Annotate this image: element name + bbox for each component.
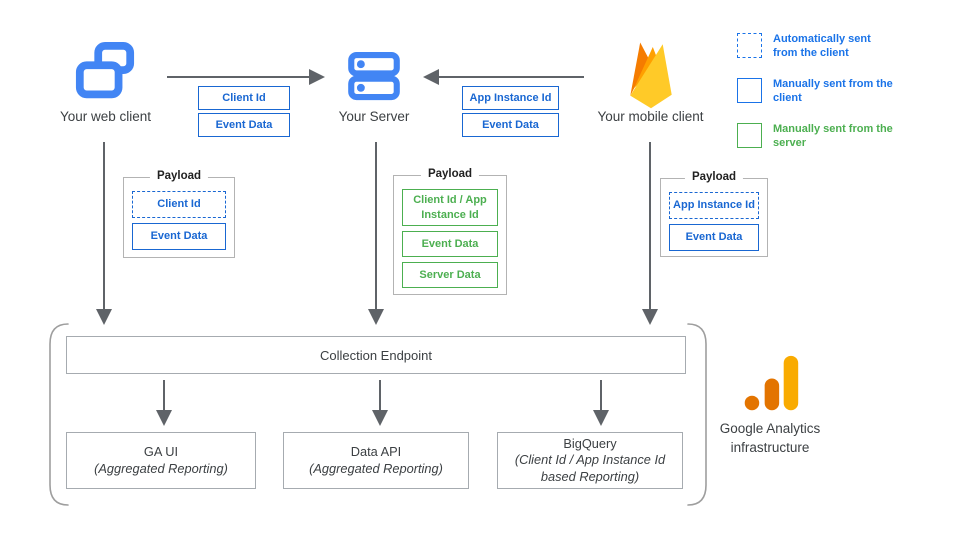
legend: Automatically sent from the client Manua…: [737, 33, 927, 168]
legend-dashed-blue-swatch: [737, 33, 762, 58]
flow-web-event-data-label: Event Data: [215, 119, 273, 131]
node-bigquery: BigQuery (Client Id / App Instance Id ba…: [497, 432, 683, 489]
node-ga-ui-subtitle: (Aggregated Reporting): [94, 460, 228, 476]
web-client-label: Your web client: [59, 109, 152, 124]
legend-item-manual-client: Manually sent from the client: [737, 78, 927, 105]
legend-manual-client-label: Manually sent from the client: [773, 78, 893, 104]
server-label: Your Server: [338, 109, 410, 124]
payload-web-client-id: Client Id: [132, 191, 226, 218]
flow-mobile-app-instance-id-box: App Instance Id: [462, 86, 559, 110]
legend-solid-green-swatch: [737, 123, 762, 148]
infrastructure-label: Google Analytics infrastructure: [719, 421, 821, 455]
collection-endpoint-box: Collection Endpoint: [66, 336, 686, 374]
flow-mobile-event-data-box: Event Data: [462, 113, 559, 137]
flow-web-event-data-box: Event Data: [198, 113, 290, 137]
node-bigquery-subtitle: (Client Id / App Instance Id based Repor…: [514, 452, 666, 484]
collection-endpoint-label: Collection Endpoint: [319, 347, 433, 363]
web-client-icon: [75, 42, 135, 99]
firebase-icon: [630, 42, 672, 109]
infrastructure-bracket-right: [687, 323, 707, 506]
payload-web-event-data: Event Data: [132, 223, 226, 250]
payload-server-event-data: Event Data: [402, 231, 498, 257]
legend-manual-server-label: Manually sent from the server: [773, 123, 893, 149]
node-data-api-title: Data API: [350, 444, 402, 459]
legend-item-manual-server: Manually sent from the server: [737, 123, 927, 150]
flow-mobile-app-instance-id-label: App Instance Id: [469, 92, 552, 104]
legend-solid-blue-swatch: [737, 78, 762, 103]
payload-mobile-app-instance-id: App Instance Id: [669, 192, 759, 219]
payload-server: Payload Client Id / App Instance Id Even…: [393, 168, 507, 295]
node-bigquery-title: BigQuery: [563, 435, 617, 451]
payload-server-ids: Client Id / App Instance Id: [402, 189, 498, 226]
payload-mobile-event-data: Event Data: [669, 224, 759, 251]
payload-mobile: Payload App Instance Id Event Data: [660, 171, 768, 257]
payload-server-title: Payload: [420, 168, 480, 180]
node-ga-ui: GA UI (Aggregated Reporting): [66, 432, 256, 489]
mobile-client-label: Your mobile client: [597, 109, 704, 124]
node-ga-ui-title: GA UI: [143, 444, 179, 459]
google-analytics-icon: [744, 355, 799, 411]
node-data-api: Data API (Aggregated Reporting): [283, 432, 469, 489]
payload-server-server-data: Server Data: [402, 262, 498, 288]
flow-web-client-id-box: Client Id: [198, 86, 290, 110]
node-data-api-subtitle: (Aggregated Reporting): [309, 460, 443, 476]
legend-auto-client-label: Automatically sent from the client: [773, 33, 871, 59]
flow-web-client-id-label: Client Id: [222, 92, 266, 104]
legend-item-auto-client: Automatically sent from the client: [737, 33, 927, 60]
flow-mobile-event-data-label: Event Data: [482, 119, 539, 131]
server-icon: [348, 51, 400, 101]
payload-web-title: Payload: [149, 170, 209, 182]
payload-mobile-title: Payload: [684, 171, 744, 183]
payload-web: Payload Client Id Event Data: [123, 170, 235, 258]
